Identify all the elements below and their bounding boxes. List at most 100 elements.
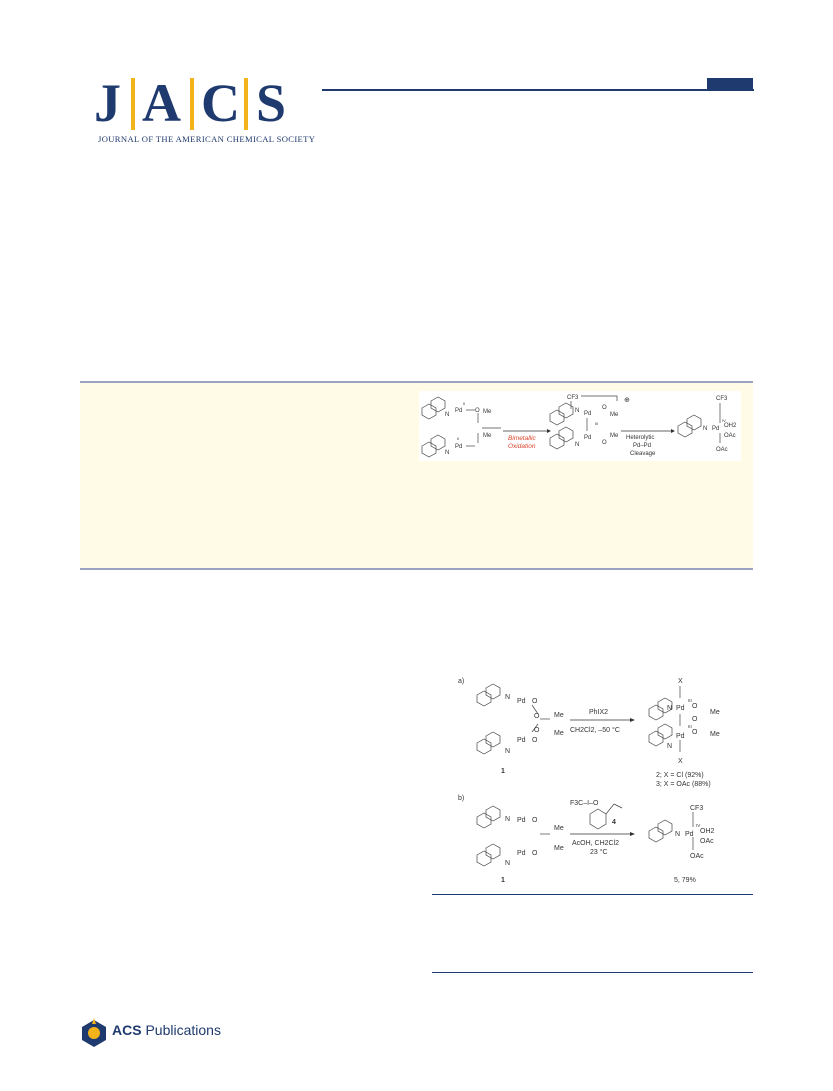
scheme-conditions-a: CH2Cl2, –50 °C (570, 726, 620, 734)
scheme-part-b-label: b) (458, 795, 464, 802)
acs-wordmark-rest: Publications (141, 1022, 221, 1038)
toc-oh2-label: OH2 (724, 423, 737, 429)
scheme-oh2-label: OH2 (700, 828, 715, 835)
toc-arrow2-label: Pd–Pd (633, 443, 651, 449)
monomer-structure-5 (648, 812, 694, 850)
toc-n-label: N (575, 442, 579, 448)
journal-name: JOURNAL OF THE AMERICAN CHEMICAL SOCIETY (98, 134, 316, 144)
reagent-number-4: 4 (612, 819, 616, 826)
dimer-structure-middle (549, 395, 618, 450)
acs-wordmark-bold: ACS (112, 1022, 142, 1038)
scheme-me-label: Me (554, 730, 564, 737)
toc-me-label: Me (483, 433, 492, 439)
toc-arrow2-label: Heterolytic (626, 435, 654, 441)
scheme-reagent-b: F3C–I–O (570, 800, 599, 807)
scheme-caption-rule-bottom (432, 972, 753, 973)
scheme-arrowhead (630, 832, 635, 836)
scheme-arrowhead (630, 718, 635, 722)
toc-o-label: O (602, 440, 607, 446)
acs-publications-wordmark[interactable]: ACS Publications (112, 1022, 221, 1038)
toc-pd-label: Pd (455, 444, 462, 450)
compound-number-1: 1 (501, 877, 505, 884)
header-tab (707, 78, 753, 90)
toc-ox-label: III (595, 421, 598, 426)
scheme-me-label: Me (554, 845, 564, 852)
scheme-o-label: O (692, 716, 698, 723)
toc-me-label: Me (610, 412, 619, 418)
toc-o-label: O (475, 408, 480, 414)
toc-arrow2-label: Cleavage (630, 451, 656, 457)
scheme-me-label: Me (710, 731, 720, 738)
scheme-pd-label: Pd (517, 737, 526, 744)
scheme-pd-label: Pd (676, 705, 685, 712)
toc-n-label: N (445, 412, 449, 418)
product-label-3: 3; X = OAc (88%) (656, 781, 711, 788)
scheme-o-label: O (532, 737, 538, 744)
scheme-drawing: a) N Pd O O Me Me O Pd O N 1 PhIX2 CH2Cl… (458, 678, 720, 884)
header-rule (322, 89, 754, 91)
scheme-ox-label: IV (696, 823, 700, 828)
toc-ox-label: IV (722, 418, 726, 423)
scheme-pd-label: Pd (517, 850, 526, 857)
scheme-me-label: Me (710, 709, 720, 716)
logo-letter-s: S (256, 73, 287, 133)
toc-o-label: O (602, 405, 607, 411)
scheme-oac-label: OAc (700, 838, 714, 845)
toc-cf3-label: CF3 (567, 395, 579, 401)
scheme-pd-label: Pd (517, 817, 526, 824)
scheme-ox-label: III (688, 698, 692, 703)
dimer-structure-1a (476, 683, 550, 755)
toc-pd-label: Pd (584, 435, 591, 441)
toc-scheme: N Pd II O Me Me N Pd II Bimetallic Oxida… (421, 395, 737, 458)
toc-charge: ⊕ (624, 397, 630, 404)
reaction-scheme: a) N Pd O O Me Me O Pd O N 1 PhIX2 CH2Cl… (452, 672, 752, 890)
toc-pd-label: Pd (584, 411, 591, 417)
toc-graphic: N Pd II O Me Me N Pd II Bimetallic Oxida… (419, 391, 741, 461)
toc-n-label: N (445, 450, 449, 456)
scheme-x-label: X (678, 758, 683, 765)
scheme-conditions-b: 23 °C (590, 848, 608, 856)
scheme-oac-label: OAc (690, 853, 704, 860)
scheme-reagent-a: PhIX2 (589, 709, 608, 716)
dimer-structure-left (421, 396, 501, 458)
toc-arrowhead (547, 429, 551, 433)
scheme-part-a-label: a) (458, 678, 464, 685)
toc-me-label: Me (610, 433, 619, 439)
scheme-me-label: Me (554, 712, 564, 719)
acs-logo-icon (80, 1018, 108, 1048)
product-label-5: 5, 79% (674, 877, 696, 884)
toc-arrow1-label: Bimetallic (508, 435, 537, 442)
toc-oac-label: OAc (716, 447, 728, 453)
scheme-x-label: X (678, 678, 683, 685)
toc-ox-label: II (463, 401, 465, 406)
scheme-n-label: N (505, 694, 510, 701)
scheme-pd-label: Pd (517, 698, 526, 705)
toc-ox-label: II (457, 436, 459, 441)
toc-pd-label: Pd (455, 408, 462, 414)
logo-letter-a: A (142, 73, 181, 133)
dimer-structure-2 (648, 686, 681, 752)
scheme-cf3-label: CF3 (690, 805, 703, 812)
logo-divider (190, 78, 194, 130)
toc-oac-label: OAc (724, 433, 736, 439)
scheme-ox-label: III (688, 724, 692, 729)
scheme-pd-label: Pd (676, 733, 685, 740)
scheme-caption-rule-top (432, 894, 753, 895)
scheme-me-label: Me (554, 825, 564, 832)
toc-arrowhead (671, 429, 675, 433)
toc-arrow1-label: Oxidation (508, 443, 536, 450)
scheme-n-label: N (505, 860, 510, 867)
logo-divider (244, 78, 248, 130)
scheme-n-label: N (675, 831, 680, 838)
toc-n-label: N (575, 408, 579, 414)
monomer-structure-right (677, 403, 721, 443)
scheme-o-label: O (692, 729, 698, 736)
toc-n-label: N (703, 426, 707, 432)
dimer-structure-1b (476, 805, 550, 867)
toc-cf3-label: CF3 (716, 396, 728, 402)
scheme-n-label: N (505, 816, 510, 823)
scheme-pd-label: Pd (685, 831, 694, 838)
toc-pd-label: Pd (712, 426, 719, 432)
scheme-o-label: O (532, 698, 538, 705)
scheme-o-label: O (532, 817, 538, 824)
